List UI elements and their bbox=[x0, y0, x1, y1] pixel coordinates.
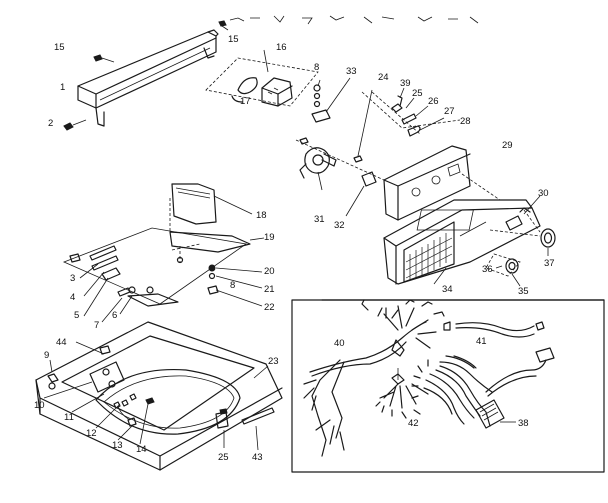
callout-26: 26 bbox=[428, 96, 439, 107]
callout-27: 27 bbox=[444, 106, 455, 117]
callout-15b: 15 bbox=[228, 34, 239, 45]
callout-43: 43 bbox=[252, 452, 263, 463]
callout-14: 14 bbox=[136, 444, 147, 455]
callout-7: 7 bbox=[94, 320, 99, 331]
timer-bracket-group bbox=[205, 49, 319, 107]
callout-30: 30 bbox=[538, 188, 549, 199]
callout-32: 32 bbox=[334, 220, 345, 231]
cabinet-top bbox=[35, 321, 283, 471]
callout-33: 33 bbox=[346, 66, 357, 77]
callout-25b: 25 bbox=[218, 452, 229, 463]
callout-21: 21 bbox=[264, 284, 275, 295]
callout-36: 36 bbox=[482, 264, 493, 275]
rear-panel bbox=[62, 227, 248, 323]
callout-4: 4 bbox=[70, 292, 75, 303]
callout-41: 41 bbox=[476, 336, 487, 347]
callout-37: 37 bbox=[544, 258, 555, 269]
callout-25a: 25 bbox=[412, 88, 423, 99]
callout-22: 22 bbox=[264, 302, 275, 313]
hinge-bracket bbox=[171, 183, 253, 225]
callout-35: 35 bbox=[518, 286, 529, 297]
top-panel-plate bbox=[169, 198, 265, 262]
callout-39: 39 bbox=[400, 78, 411, 89]
callout-17: 17 bbox=[240, 96, 251, 107]
callout-12: 12 bbox=[86, 428, 97, 439]
callout-8a: 8 bbox=[314, 62, 319, 73]
callout-44: 44 bbox=[56, 337, 67, 348]
timer-motor bbox=[299, 89, 377, 217]
callout-34: 34 bbox=[442, 284, 453, 295]
control-knob bbox=[485, 195, 556, 287]
callout-10: 10 bbox=[34, 400, 45, 411]
callout-16: 16 bbox=[276, 42, 287, 53]
callout-3: 3 bbox=[70, 273, 75, 284]
callout-20: 20 bbox=[264, 266, 275, 277]
callout-24: 24 bbox=[378, 72, 389, 83]
callout-13: 13 bbox=[112, 440, 123, 451]
switch-parts bbox=[391, 87, 445, 137]
callout-19: 19 bbox=[264, 232, 275, 243]
callout-11: 11 bbox=[64, 412, 74, 423]
control-panel bbox=[295, 91, 471, 221]
callout-28: 28 bbox=[460, 116, 471, 127]
callout-8b: 8 bbox=[230, 280, 235, 291]
callout-29: 29 bbox=[502, 140, 513, 151]
callout-9: 9 bbox=[44, 350, 49, 361]
callout-18: 18 bbox=[256, 210, 267, 221]
callout-labels: 1 2 3 4 5 6 7 8 8 9 10 11 12 13 14 15 15… bbox=[34, 34, 555, 463]
small-fasteners bbox=[176, 256, 263, 307]
callout-31: 31 bbox=[314, 214, 325, 225]
callout-6: 6 bbox=[112, 310, 117, 321]
backsplash-panel bbox=[383, 173, 541, 285]
callout-15a: 15 bbox=[54, 42, 65, 53]
screw-icon bbox=[63, 20, 229, 131]
callout-2: 2 bbox=[48, 118, 53, 129]
header-scribble bbox=[229, 15, 479, 25]
console-cover bbox=[77, 29, 219, 127]
callout-40: 40 bbox=[334, 338, 345, 349]
callout-23: 23 bbox=[268, 356, 279, 367]
callout-38: 38 bbox=[518, 418, 529, 429]
callout-42: 42 bbox=[408, 418, 419, 429]
callout-1: 1 bbox=[60, 82, 65, 93]
fastener-stack bbox=[311, 77, 351, 123]
callout-5: 5 bbox=[74, 310, 79, 321]
wiring-harness-inset bbox=[291, 299, 605, 473]
